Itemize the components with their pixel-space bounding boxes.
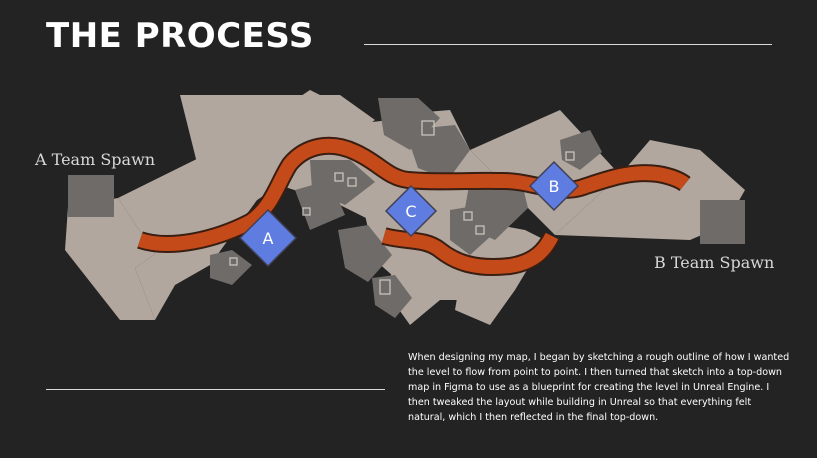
route-lower bbox=[382, 229, 559, 274]
a-team-spawn-room bbox=[68, 175, 114, 217]
process-description: When designing my map, I began by sketch… bbox=[408, 352, 790, 423]
text-divider bbox=[46, 389, 385, 390]
page-title: THE PROCESS bbox=[46, 16, 314, 56]
map-buildings bbox=[68, 98, 745, 318]
point-b: B bbox=[528, 160, 580, 212]
map-details bbox=[229, 120, 575, 295]
point-c: C bbox=[384, 184, 438, 238]
b-team-spawn-room bbox=[700, 200, 745, 244]
spawn-a-label: A Team Spawn bbox=[35, 150, 156, 169]
point-a: A bbox=[238, 208, 298, 268]
point-b-label: B bbox=[549, 177, 560, 196]
point-a-label: A bbox=[263, 229, 274, 248]
route-upper bbox=[137, 138, 690, 251]
spawn-b-label: B Team Spawn bbox=[654, 253, 775, 272]
title-divider bbox=[364, 44, 772, 45]
point-c-label: C bbox=[405, 202, 416, 221]
